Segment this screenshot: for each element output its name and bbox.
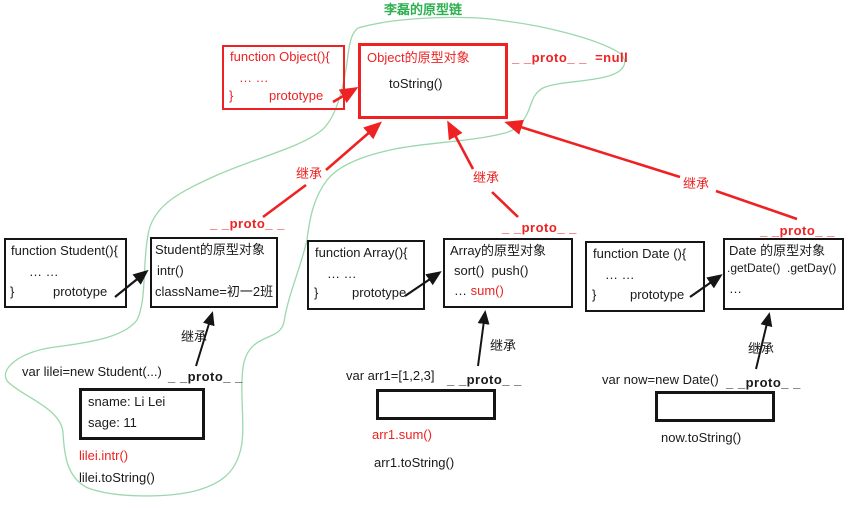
lilei-inherit-label: 继承 bbox=[181, 329, 208, 344]
array-proto-label: _ _proto_ _ bbox=[502, 220, 577, 235]
student-fn-line1: function Student(){ bbox=[11, 243, 118, 258]
now-inherit-label: 继承 bbox=[748, 341, 775, 356]
date-proto-line1: .getDate() .getDay() bbox=[727, 261, 837, 275]
array-inherit-label: 继承 bbox=[473, 170, 500, 185]
arr1-tostring-call: arr1.toString() bbox=[374, 455, 455, 470]
date-proto-title: Date 的原型对象 bbox=[729, 243, 826, 258]
student-proto-line2: className=初一2班 bbox=[155, 284, 274, 299]
array-proto-ellipsis: … bbox=[454, 283, 471, 298]
student-inherit-line-lower bbox=[262, 183, 307, 219]
date-fn-prototype-label: prototype bbox=[630, 287, 685, 302]
green-enclosure-curve bbox=[4, 16, 626, 497]
date-prototype-box: Date 的原型对象 .getDate() .getDay() … bbox=[723, 238, 844, 310]
arr1-proto-line bbox=[477, 310, 490, 367]
object-fn-ellipsis: … … bbox=[239, 70, 269, 85]
object-proto-method: toString() bbox=[389, 76, 443, 91]
date-inherit-line-lower bbox=[715, 189, 798, 221]
student-prototype-box: Student的原型对象 intr() className=初一2班 bbox=[150, 237, 278, 308]
student-inherit-line-upper bbox=[325, 121, 382, 171]
date-proto-line2: … bbox=[729, 281, 742, 296]
array-prototype-box: Array的原型对象 sort() push() … sum() bbox=[443, 238, 573, 308]
array-proto-sum-method: sum() bbox=[470, 283, 504, 298]
date-prototype-arrow bbox=[689, 274, 723, 298]
diagram-title: 李磊的原型链 bbox=[384, 2, 463, 17]
object-function-box: function Object(){ … … } prototype bbox=[222, 45, 345, 110]
object-fn-line1: function Object(){ bbox=[230, 49, 330, 64]
lilei-proto-line bbox=[195, 311, 215, 367]
date-fn-ellipsis: … … bbox=[605, 267, 635, 282]
student-proto-title: Student的原型对象 bbox=[155, 242, 265, 257]
arr1-instance-box bbox=[376, 389, 496, 420]
array-fn-brace: } bbox=[314, 285, 319, 300]
student-proto-label: _ _proto_ _ bbox=[210, 216, 285, 231]
now-var-declaration: var now=new Date() bbox=[602, 372, 719, 387]
array-proto-title: Array的原型对象 bbox=[450, 243, 547, 258]
array-fn-ellipsis: … … bbox=[327, 266, 357, 281]
date-inherit-line-upper bbox=[504, 119, 681, 179]
object-fn-brace: } bbox=[229, 88, 234, 103]
date-fn-brace: } bbox=[592, 287, 597, 302]
arr1-var-declaration: var arr1=[1,2,3] bbox=[346, 368, 435, 383]
date-proto-label: _ _proto_ _ bbox=[760, 223, 835, 238]
object-proto-title: Object的原型对象 bbox=[367, 50, 470, 65]
array-inherit-line-lower bbox=[491, 191, 519, 218]
student-proto-line1: intr() bbox=[157, 263, 184, 278]
array-proto-line1: sort() push() bbox=[454, 263, 529, 278]
lilei-sage: sage: 11 bbox=[88, 415, 137, 430]
arr1-inherit-label: 继承 bbox=[490, 338, 517, 353]
array-fn-line1: function Array(){ bbox=[315, 245, 408, 260]
now-tostring-call: now.toString() bbox=[661, 430, 742, 445]
array-fn-prototype-label: prototype bbox=[352, 285, 407, 300]
student-fn-prototype-label: prototype bbox=[53, 284, 108, 299]
array-function-box: function Array(){ … … } prototype bbox=[307, 240, 425, 310]
object-proto-null-label: _ _proto_ _ =null bbox=[512, 50, 629, 65]
student-function-box: function Student(){ … … } prototype bbox=[4, 238, 127, 308]
student-inherit-label: 继承 bbox=[296, 166, 323, 181]
now-proto-line bbox=[755, 312, 773, 370]
now-instance-box bbox=[655, 391, 775, 422]
lilei-var-declaration: var lilei=new Student(...) bbox=[22, 364, 162, 379]
date-function-box: function Date (){ … … } prototype bbox=[585, 241, 705, 312]
lilei-intr-call: lilei.intr() bbox=[79, 448, 129, 463]
array-prototype-arrow bbox=[404, 271, 442, 297]
date-fn-line1: function Date (){ bbox=[593, 246, 687, 261]
lilei-tostring-call: lilei.toString() bbox=[79, 470, 155, 485]
lilei-sname: sname: Li Lei bbox=[88, 394, 166, 409]
arr1-sum-call: arr1.sum() bbox=[372, 427, 432, 442]
lilei-proto-label: _ _proto_ _ bbox=[168, 369, 243, 384]
array-inherit-line-upper bbox=[447, 120, 475, 170]
student-fn-ellipsis: … … bbox=[29, 264, 59, 279]
object-fn-prototype-label: prototype bbox=[269, 88, 324, 103]
now-proto-label: _ _proto_ _ bbox=[726, 375, 801, 390]
lilei-instance-box: sname: Li Lei sage: 11 bbox=[79, 388, 205, 440]
arr1-proto-label: _ _proto_ _ bbox=[447, 372, 522, 387]
array-proto-line2: … sum() bbox=[454, 283, 504, 298]
object-prototype-box: Object的原型对象 toString() bbox=[358, 43, 508, 119]
student-fn-brace: } bbox=[10, 284, 15, 299]
date-inherit-label: 继承 bbox=[683, 176, 710, 191]
student-prototype-arrow bbox=[114, 269, 149, 298]
